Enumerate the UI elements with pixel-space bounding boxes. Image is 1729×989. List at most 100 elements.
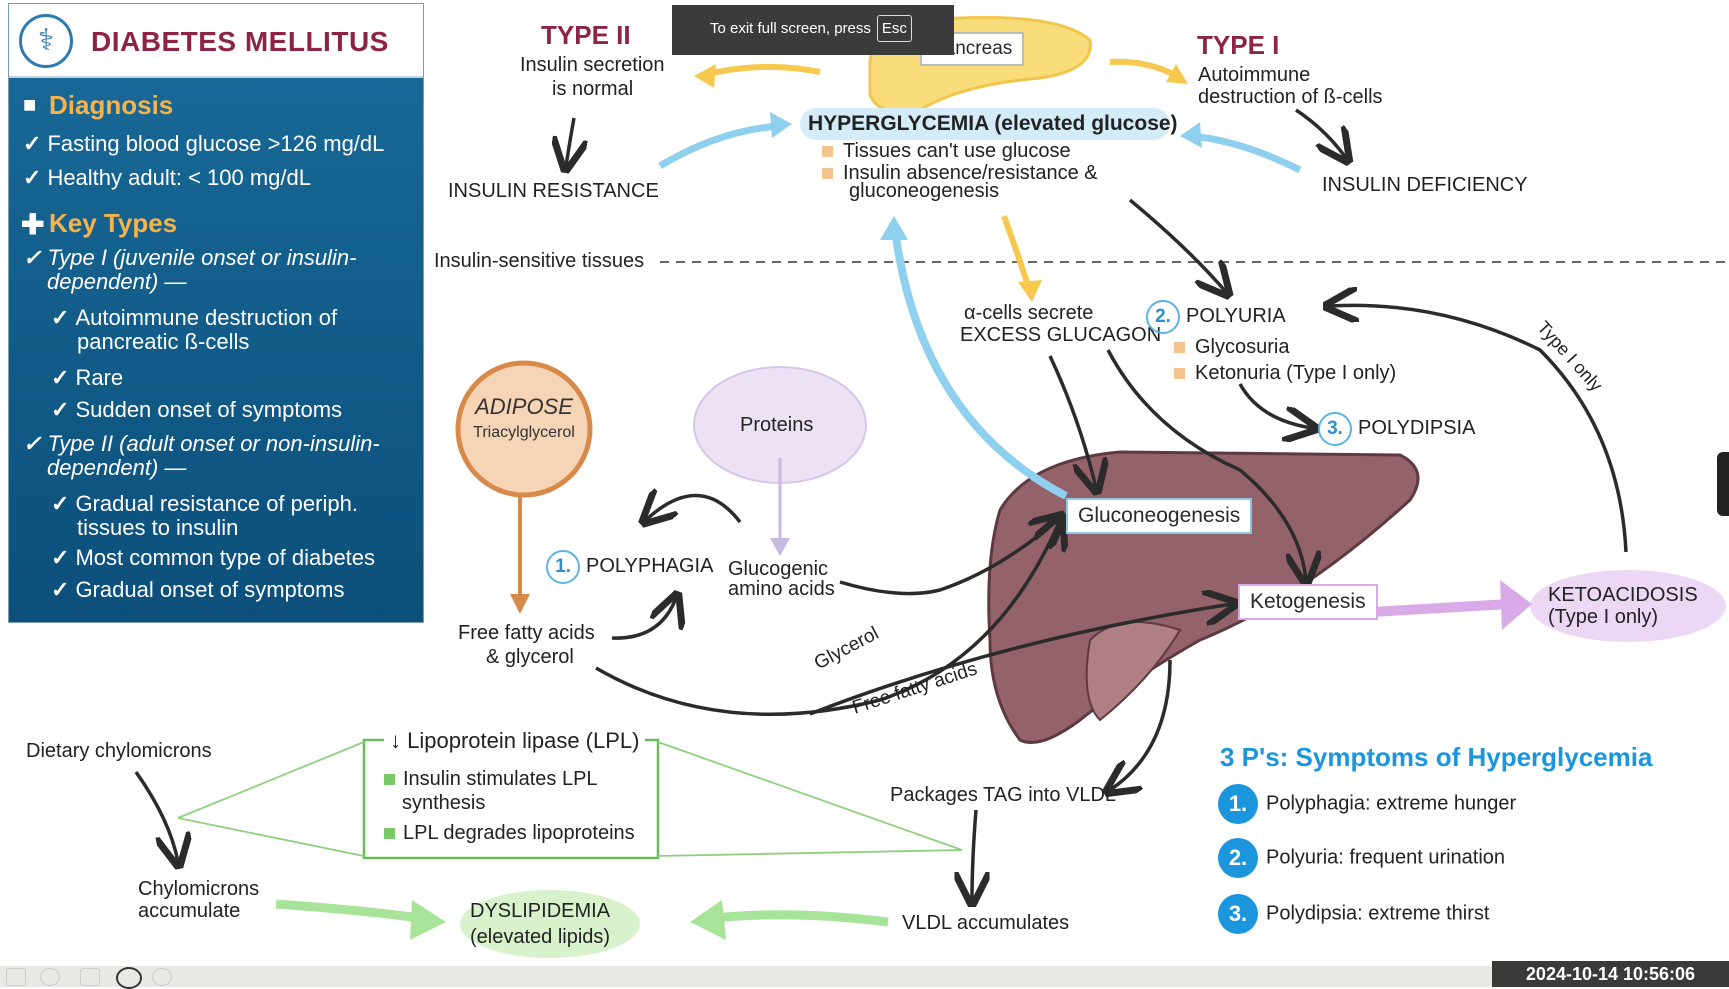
diagnosis-item: ✓Fasting blood glucose >126 mg/dL: [23, 131, 385, 156]
gluconeogenesis-box: Gluconeogenesis: [1066, 498, 1253, 534]
esc-key[interactable]: Esc: [876, 15, 912, 42]
symptoms-title: 3 P's: Symptoms of Hyperglycemia: [1220, 742, 1653, 772]
lpl-item: Insulin stimulates LPL: [384, 768, 598, 791]
type1-heading: ✓Type I (juvenile onset or insulin-: [23, 245, 357, 270]
check-icon: ✓: [23, 131, 42, 156]
type2-item: ✓Gradual resistance of periph.: [51, 491, 358, 516]
square-bullet-icon: [822, 168, 833, 180]
caduceus-icon: ⚕: [19, 14, 73, 68]
type1-item: ✓Autoimmune destruction of: [51, 305, 338, 330]
polyphagia-label: 1.POLYPHAGIA: [546, 550, 713, 584]
timestamp: 2024-10-14 10:56:06: [1492, 961, 1729, 987]
type2-item: ✓Gradual onset of symptoms: [51, 577, 345, 602]
dyslipidemia-highlight: [460, 890, 640, 958]
adipose-label: ADIPOSE: [475, 394, 573, 419]
lpl-item: LPL degrades lipoproteins: [384, 822, 635, 845]
amino-acids-label: amino acids: [728, 578, 835, 600]
type2-desc: Insulin secretion: [520, 54, 665, 76]
type2-title: TYPE II: [541, 20, 631, 50]
polyuria-item: Glycosuria: [1174, 336, 1289, 359]
number-badge: 3.: [1218, 894, 1258, 934]
type1-desc-cont: destruction of ß-cells: [1198, 86, 1383, 108]
type2-heading: ✓Type II (adult onset or non-insulin-: [23, 431, 380, 456]
symptom-item: 3.Polydipsia: extreme thirst: [1218, 894, 1489, 934]
diagnosis-title: Diagnosis: [49, 90, 174, 120]
panel-header: ⚕ DIABETES MELLITUS: [9, 4, 423, 78]
glucogenic-label: Glucogenic: [728, 558, 829, 580]
ketoacidosis-label: KETOACIDOSIS: [1548, 584, 1698, 606]
number-badge: 2.: [1146, 300, 1180, 334]
check-icon: ✓: [51, 305, 70, 330]
check-icon: ✓: [51, 545, 70, 570]
excess-glucagon-label: EXCESS GLUCAGON: [960, 324, 1162, 346]
dyslipidemia-sub-label: (elevated lipids): [470, 926, 611, 948]
ffa-glycerol-label: Free fatty acids: [458, 622, 595, 644]
ketogenesis-box: Ketogenesis: [1238, 584, 1378, 620]
check-icon: ✓: [51, 491, 70, 516]
check-icon: ✓: [23, 165, 42, 190]
adipose-circle: [455, 360, 593, 498]
square-bullet-icon: [384, 828, 395, 840]
info-panel: ⚕ DIABETES MELLITUS ■ Diagnosis ✓Fasting…: [8, 3, 424, 623]
search-icon[interactable]: [40, 968, 60, 986]
home-icon[interactable]: [6, 968, 26, 986]
camera-icon[interactable]: [116, 967, 142, 989]
alpha-cells-label: α-cells secrete: [964, 302, 1094, 324]
type1-heading-cont: dependent) —: [47, 269, 187, 294]
type2-desc-cont: is normal: [552, 78, 634, 100]
polyuria-item: Ketonuria (Type I only): [1174, 362, 1396, 385]
chylomicrons-label-cont: accumulate: [138, 900, 241, 922]
hyper-item: Tissues can't use glucose: [822, 140, 1071, 163]
polyuria-label: 2.POLYURIA: [1146, 300, 1286, 334]
check-icon: ✓: [51, 365, 70, 390]
lpl-box: [362, 738, 660, 860]
symptom-item: 1.Polyphagia: extreme hunger: [1218, 784, 1516, 824]
ketoacidosis-highlight: [1530, 570, 1726, 642]
dyslipidemia-label: DYSLIPIDEMIA: [470, 900, 611, 922]
hyperglycemia-label: HYPERGLYCEMIA (elevated glucose): [808, 112, 1178, 135]
insulin-resistance-label: INSULIN RESISTANCE: [448, 180, 659, 202]
lpl-title: ↓ Lipoprotein lipase (LPL): [384, 728, 646, 754]
plus-icon: ✚: [21, 209, 45, 240]
vldl-accumulates-label: VLDL accumulates: [902, 912, 1070, 934]
chylomicrons-label: Chylomicrons: [138, 878, 260, 900]
check-icon: ✓: [51, 577, 70, 602]
type1-desc: Autoimmune: [1198, 64, 1311, 86]
square-bullet-icon: [1174, 342, 1185, 354]
check-icon: ✓: [51, 397, 70, 422]
lpl-item-cont: synthesis: [402, 792, 486, 814]
triacylglycerol-label: Triacylglycerol: [473, 424, 575, 441]
hyper-item-cont: gluconeogenesis: [849, 180, 1000, 202]
square-bullet-icon: [1174, 368, 1185, 380]
key-types-title: Key Types: [49, 208, 178, 238]
type1-item-cont: pancreatic ß-cells: [77, 329, 250, 354]
number-badge: 1.: [1218, 784, 1258, 824]
insulin-deficiency-label: INSULIN DEFICIENCY: [1322, 174, 1528, 196]
check-icon: ✓: [23, 245, 42, 270]
type2-item-cont: tissues to insulin: [77, 515, 239, 540]
square-bullet-icon: [384, 774, 395, 786]
insulin-sensitive-label: Insulin-sensitive tissues: [434, 250, 645, 272]
polydipsia-label: 3.POLYDIPSIA: [1318, 412, 1475, 446]
diagnosis-item: ✓Healthy adult: < 100 mg/dL: [23, 165, 311, 190]
hyperglycemia-highlight: [800, 108, 1170, 140]
type2-heading-cont: dependent) —: [47, 455, 187, 480]
side-handle[interactable]: [1717, 452, 1729, 516]
packages-vldl-label: Packages TAG into VLDL: [890, 784, 1117, 806]
minus-icon[interactable]: [152, 968, 172, 986]
square-bullet-icon: ■: [23, 92, 37, 117]
type2-item: ✓Most common type of diabetes: [51, 545, 376, 570]
ketoacidosis-sub-label: (Type I only): [1548, 606, 1659, 628]
proteins-label: Proteins: [740, 414, 814, 436]
symptom-item: 2.Polyuria: frequent urination: [1218, 838, 1505, 878]
number-badge: 2.: [1218, 838, 1258, 878]
dietary-chylomicrons-label: Dietary chylomicrons: [26, 740, 212, 762]
panel-title: DIABETES MELLITUS: [91, 26, 389, 57]
number-badge: 3.: [1318, 412, 1352, 446]
hyper-item: Insulin absence/resistance &: [822, 162, 1098, 185]
number-badge: 1.: [546, 550, 580, 584]
window-icon[interactable]: [80, 968, 100, 986]
check-icon: ✓: [23, 431, 42, 456]
